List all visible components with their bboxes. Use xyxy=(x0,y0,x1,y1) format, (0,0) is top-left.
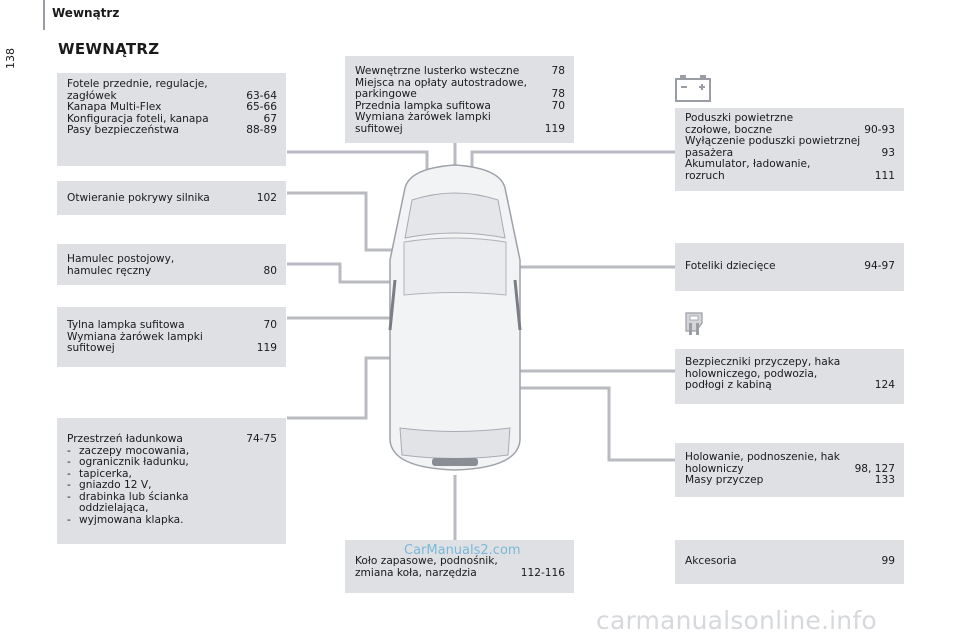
watermark: CarManuals2.com xyxy=(404,543,521,558)
page-title: WEWNĄTRZ xyxy=(58,40,160,58)
header-bar xyxy=(43,0,45,30)
fuse-icon xyxy=(685,312,703,335)
list-item: -wyjmowana klapka. xyxy=(67,513,184,526)
list-item: -zaczepy mocowania, xyxy=(67,444,190,457)
list-item: -drabinka lub ścianka oddzielająca, xyxy=(67,490,189,514)
section-title: Wewnątrz xyxy=(52,6,120,20)
battery-icon xyxy=(675,75,711,102)
fuses-box: Bezpieczniki przyczepy, haka holowniczeg… xyxy=(675,349,904,404)
van-top-view xyxy=(388,164,522,471)
footer-watermark: carmanualsonline.info xyxy=(596,606,877,635)
list-item: -gniazdo 12 V, xyxy=(67,479,152,491)
list-item: -tapicerka, xyxy=(67,467,132,480)
spare-wheel-box: Koło zapasowe, podnośnik, zmiana koła, n… xyxy=(345,540,574,593)
list-item: -ogranicznik ładunku, xyxy=(67,456,189,468)
